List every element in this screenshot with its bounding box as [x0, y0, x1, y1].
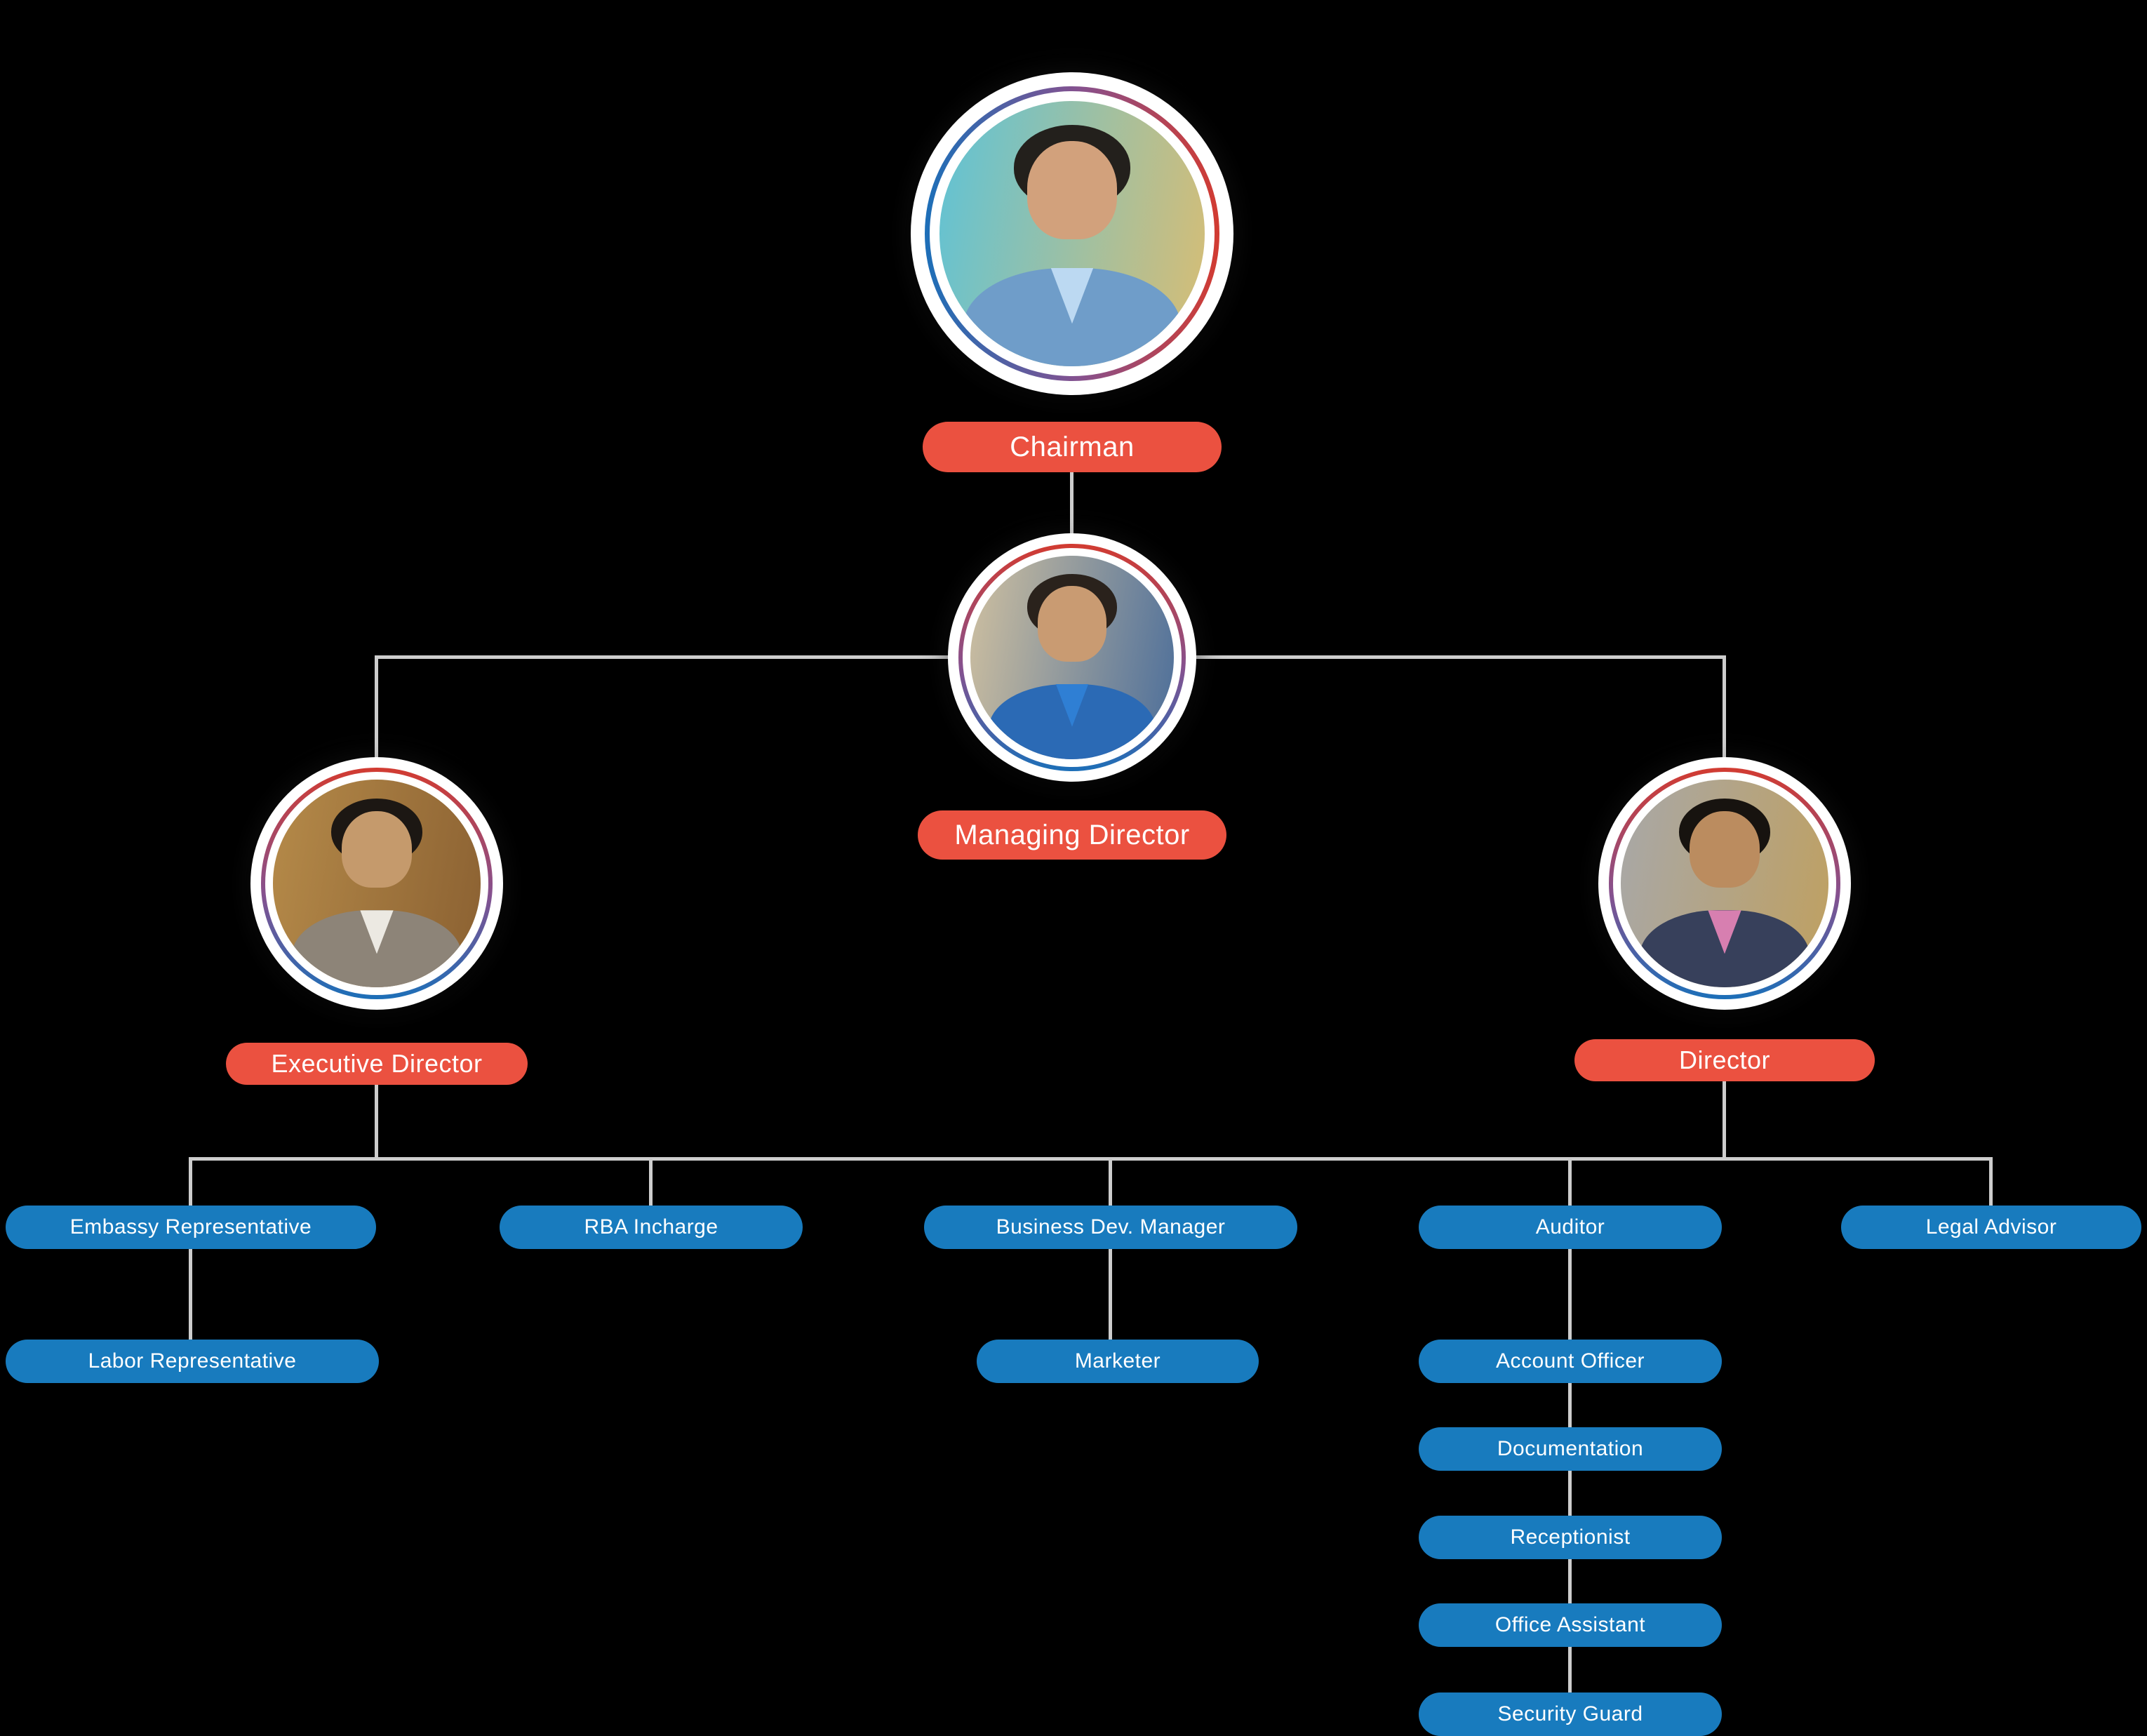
- connector-director-children: [1723, 1081, 1726, 1159]
- auditor-pill: Auditor: [1419, 1206, 1722, 1249]
- connector-documentation-receptionist: [1568, 1471, 1572, 1516]
- security-guard-pill: Security Guard: [1419, 1692, 1722, 1736]
- director-photo-frame: [1598, 757, 1851, 1010]
- avatar-head: [1026, 140, 1118, 239]
- connector-drop-director: [1723, 655, 1726, 762]
- director-photo: [1621, 780, 1828, 987]
- connector-drop-executive-director: [375, 655, 378, 762]
- executive-director-photo: [273, 780, 481, 987]
- marketer-pill: Marketer: [977, 1340, 1259, 1383]
- rba-incharge-pill: RBA Incharge: [500, 1206, 803, 1249]
- labor-representative-pill: Labor Representative: [6, 1340, 379, 1383]
- connector-drop-business-dev-manager: [1109, 1157, 1112, 1206]
- avatar-head: [1689, 810, 1760, 888]
- managing-director-photo: [970, 555, 1175, 760]
- connector-chairman-md: [1070, 472, 1074, 554]
- documentation-pill: Documentation: [1419, 1427, 1722, 1471]
- avatar-head: [1037, 586, 1107, 662]
- legal-advisor-pill: Legal Advisor: [1841, 1206, 2141, 1249]
- connector-embassy-labor: [189, 1249, 192, 1340]
- receptionist-pill: Receptionist: [1419, 1516, 1722, 1559]
- connector-drop-rba-incharge: [649, 1157, 653, 1206]
- connector-bdm-marketer: [1109, 1249, 1112, 1340]
- chairman-title-pill: Chairman: [923, 422, 1222, 472]
- executive-director-title-pill: Executive Director: [226, 1043, 528, 1085]
- chairman-photo-frame: [911, 72, 1233, 395]
- chairman-photo: [939, 101, 1205, 366]
- connector-office-assistant-security-guard: [1568, 1647, 1572, 1692]
- account-officer-pill: Account Officer: [1419, 1340, 1722, 1383]
- office-assistant-pill: Office Assistant: [1419, 1603, 1722, 1647]
- connector-executive-director-children: [375, 1085, 378, 1159]
- avatar-head: [341, 810, 413, 888]
- connector-account-documentation: [1568, 1383, 1572, 1427]
- connector-children-branch: [191, 1157, 1991, 1161]
- connector-drop-embassy-representative: [189, 1157, 192, 1206]
- embassy-representative-pill: Embassy Representative: [6, 1206, 376, 1249]
- managing-director-title-pill: Managing Director: [918, 810, 1226, 860]
- connector-drop-legal-advisor: [1989, 1157, 1993, 1206]
- executive-director-photo-frame: [250, 757, 503, 1010]
- connector-receptionist-office-assistant: [1568, 1559, 1572, 1603]
- director-title-pill: Director: [1574, 1039, 1875, 1081]
- connector-drop-auditor: [1568, 1157, 1572, 1206]
- connector-auditor-account-officer: [1568, 1249, 1572, 1340]
- business-dev-manager-pill: Business Dev. Manager: [924, 1206, 1297, 1249]
- managing-director-photo-frame: [948, 533, 1196, 782]
